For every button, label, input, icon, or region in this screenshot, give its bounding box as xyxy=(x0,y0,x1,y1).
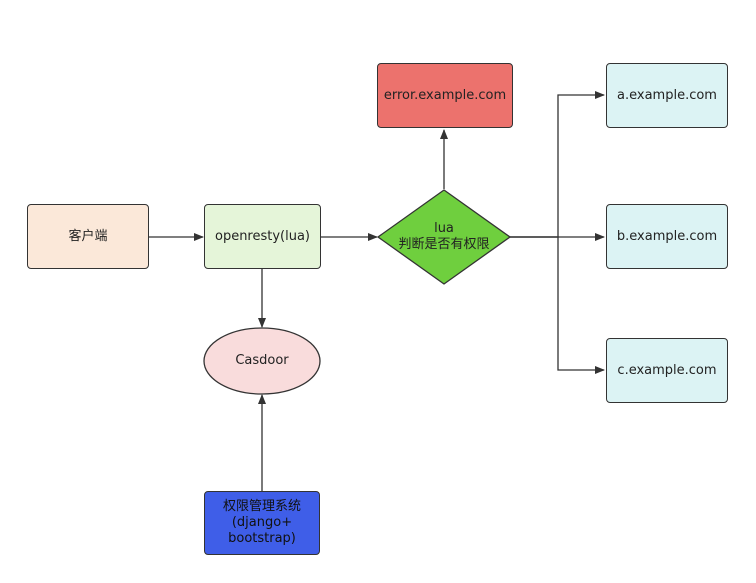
openresty-label: openresty(lua) xyxy=(214,228,311,244)
edge-decision-a xyxy=(510,91,605,238)
client-node: 客户端 xyxy=(27,204,149,269)
error-label: error.example.com xyxy=(383,87,507,103)
decision-label: lua 判断是否有权限 xyxy=(398,221,490,252)
edge-decision-c xyxy=(510,236,605,374)
admin-system-label: 权限管理系统 (django+ bootstrap) xyxy=(222,499,301,546)
site-b-node: b.example.com xyxy=(606,204,728,269)
decision-node: lua 判断是否有权限 xyxy=(384,214,504,260)
client-label: 客户端 xyxy=(68,228,108,244)
casdoor-label: Casdoor xyxy=(235,353,289,368)
site-b-label: b.example.com xyxy=(616,228,718,244)
admin-system-node: 权限管理系统 (django+ bootstrap) xyxy=(204,491,320,555)
casdoor-ellipse xyxy=(203,327,321,395)
openresty-node: openresty(lua) xyxy=(204,204,321,269)
error-node: error.example.com xyxy=(377,63,513,128)
site-c-label: c.example.com xyxy=(617,362,717,378)
decision-diamond xyxy=(376,189,512,285)
site-a-label: a.example.com xyxy=(617,87,717,103)
casdoor-node: Casdoor xyxy=(204,328,320,394)
site-a-node: a.example.com xyxy=(606,63,728,128)
site-c-node: c.example.com xyxy=(606,338,728,403)
